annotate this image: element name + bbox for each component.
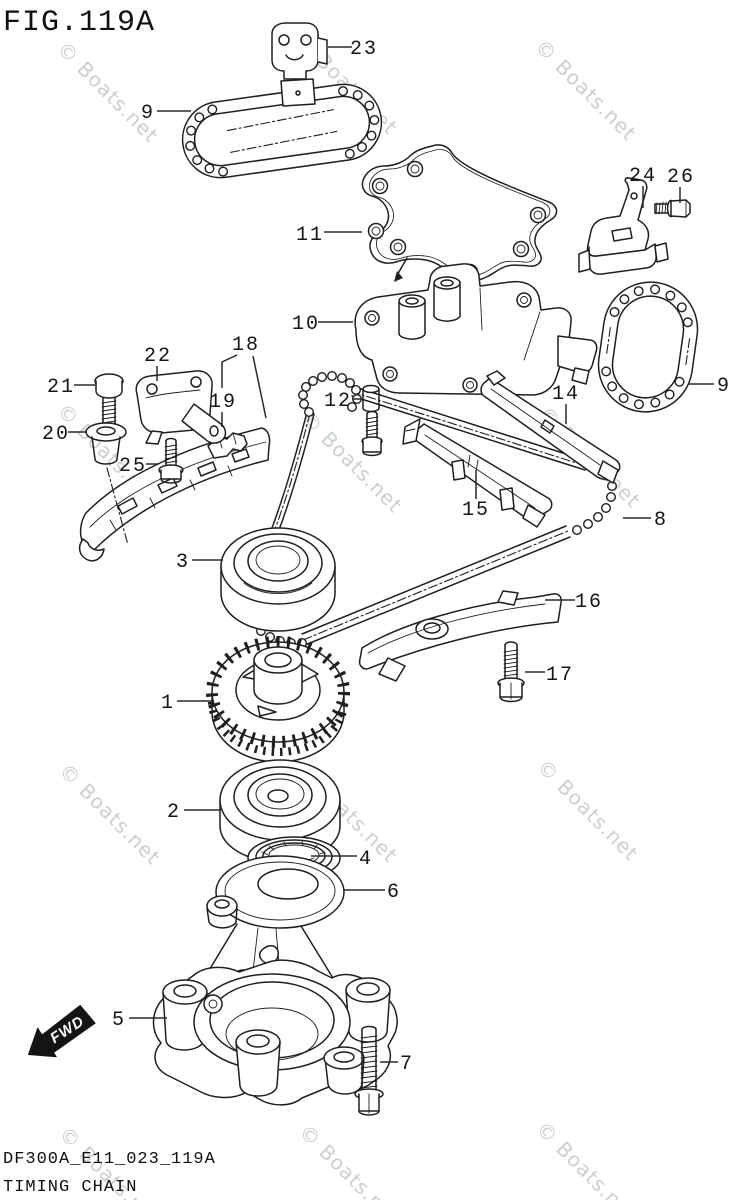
part-label-14: 14	[552, 383, 580, 406]
part-23-tensioner-head	[271, 22, 328, 107]
part-label-9-top: 9	[141, 102, 155, 125]
callout-14: 14	[552, 383, 580, 424]
part-label-1: 1	[161, 692, 175, 715]
callout-7: 7	[380, 1053, 414, 1076]
part-label-24: 24	[629, 165, 657, 188]
callout-20: 20	[42, 423, 87, 446]
callout-10: 10	[292, 313, 353, 336]
part-label-22: 22	[144, 345, 172, 368]
callout-1: 1	[161, 692, 212, 715]
part-label-21: 21	[47, 376, 75, 399]
watermark-text: © Boats.net	[531, 1117, 642, 1200]
part-25-bolt	[158, 437, 184, 484]
callout-17: 17	[525, 664, 574, 687]
part-label-20: 20	[42, 423, 70, 446]
watermark-text: © Boats.net	[532, 755, 643, 866]
drawing-code: DF300A_E11_023_119A	[3, 1150, 216, 1169]
part-label-6: 6	[387, 881, 401, 904]
part-label-11: 11	[296, 224, 324, 247]
part-17-bolt	[497, 641, 525, 703]
callout-6: 6	[344, 881, 401, 904]
part-1-timing-gear	[206, 636, 350, 800]
part-5-mount-housing	[152, 959, 398, 1106]
part-6-plate	[206, 855, 345, 929]
part-label-12: 12	[324, 390, 352, 413]
part-16-chain-guide	[358, 590, 562, 682]
drawing-caption: TIMING CHAIN	[3, 1178, 137, 1197]
callout-23: 23	[328, 38, 378, 61]
fwd-arrow: FWD	[27, 1004, 96, 1058]
part-7-bolt	[354, 1025, 384, 1116]
callout-12: 12	[324, 390, 361, 413]
part-label-25: 25	[119, 455, 147, 478]
callout-16: 16	[545, 591, 603, 614]
watermark-text: © Boats.net	[294, 1120, 405, 1200]
leader-line-18b	[252, 355, 267, 419]
part-label-23: 23	[350, 38, 378, 61]
callout-25: 25	[119, 455, 159, 478]
part-label-9-right: 9	[717, 375, 731, 398]
part-9-chain-right	[597, 281, 699, 413]
part-26-bolt	[654, 199, 691, 218]
callout-24: 24	[629, 165, 657, 208]
callout-9-top: 9	[141, 102, 191, 125]
part-label-10: 10	[292, 313, 320, 336]
part-label-19: 19	[209, 391, 237, 414]
part-20-spacer	[85, 422, 129, 546]
callout-4: 4	[311, 848, 373, 871]
callout-18: 18	[221, 334, 267, 419]
callout-5: 5	[112, 1009, 167, 1032]
callout-19: 19	[209, 391, 237, 427]
part-label-17: 17	[546, 664, 574, 687]
part-label-16: 16	[575, 591, 603, 614]
watermark-text: © Boats.net	[296, 407, 407, 518]
watermark-text: © Boats.net	[52, 37, 163, 148]
part-label-18: 18	[232, 334, 260, 357]
watermark-text: © Boats.net	[530, 35, 641, 146]
pointer-arrowhead	[394, 271, 403, 282]
part-label-5: 5	[112, 1009, 126, 1032]
part-11-gasket	[361, 144, 558, 282]
fwd-arrow-shape	[27, 1004, 96, 1058]
callout-11: 11	[296, 224, 362, 247]
part-14-guide-strip	[480, 370, 621, 484]
callout-15: 15	[462, 470, 490, 522]
part-label-4: 4	[359, 848, 373, 871]
part-label-15: 15	[462, 499, 490, 522]
part-24-bracket	[578, 177, 669, 275]
chain-links	[185, 86, 380, 177]
part-label-7: 7	[400, 1053, 414, 1076]
part-12-pin-bolt	[361, 384, 383, 457]
part-label-3: 3	[176, 551, 190, 574]
callout-22: 22	[144, 345, 172, 381]
callout-9-right: 9	[688, 375, 731, 398]
part-label-8: 8	[654, 509, 668, 532]
chain-links	[601, 284, 693, 410]
watermark-text: © Boats.net	[54, 759, 165, 870]
part-label-26: 26	[667, 166, 695, 189]
callout-26: 26	[667, 166, 695, 203]
part-label-2: 2	[167, 801, 181, 824]
callout-8: 8	[623, 509, 668, 532]
figure-title: FIG.119A	[3, 6, 155, 40]
part-10-oil-pump	[354, 257, 598, 396]
part-22-tensioner	[135, 370, 227, 445]
callout-2: 2	[167, 801, 221, 824]
part-18-chain-guide	[78, 427, 271, 562]
callout-21: 21	[47, 376, 95, 399]
part-15-guide-strip	[402, 418, 553, 528]
part-9-chain-top	[181, 83, 383, 179]
callout-3: 3	[176, 551, 223, 574]
leader-line-18a	[221, 354, 238, 388]
callout-layer: 1 2 3 4 5 6 7 8	[42, 38, 731, 1076]
part-3-bearing	[220, 527, 336, 632]
